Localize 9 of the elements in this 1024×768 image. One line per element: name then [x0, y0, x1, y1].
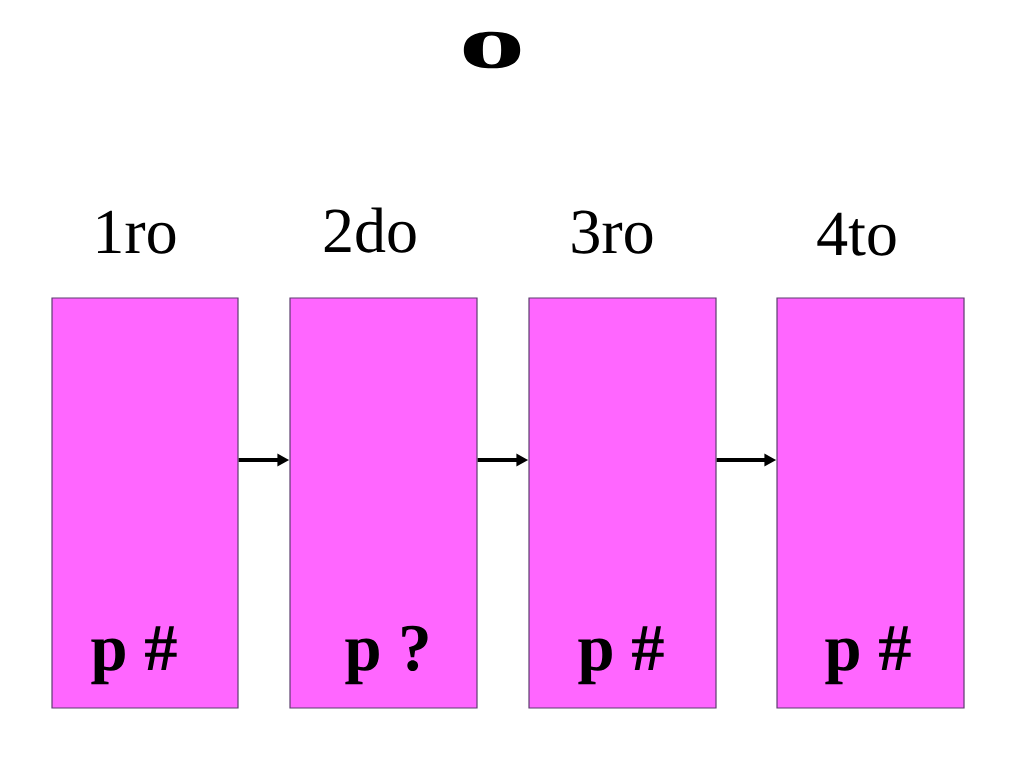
box-heading: 2do [324, 207, 416, 253]
process-box: p # [528, 297, 717, 709]
process-box: p ? [289, 297, 478, 709]
box-heading: 4to [817, 212, 896, 256]
box-heading: 1ro [97, 210, 176, 254]
process-box: p # [51, 297, 239, 709]
box-heading: 3ro [572, 210, 653, 254]
title: o [463, 31, 521, 69]
process-box: p # [776, 297, 965, 709]
